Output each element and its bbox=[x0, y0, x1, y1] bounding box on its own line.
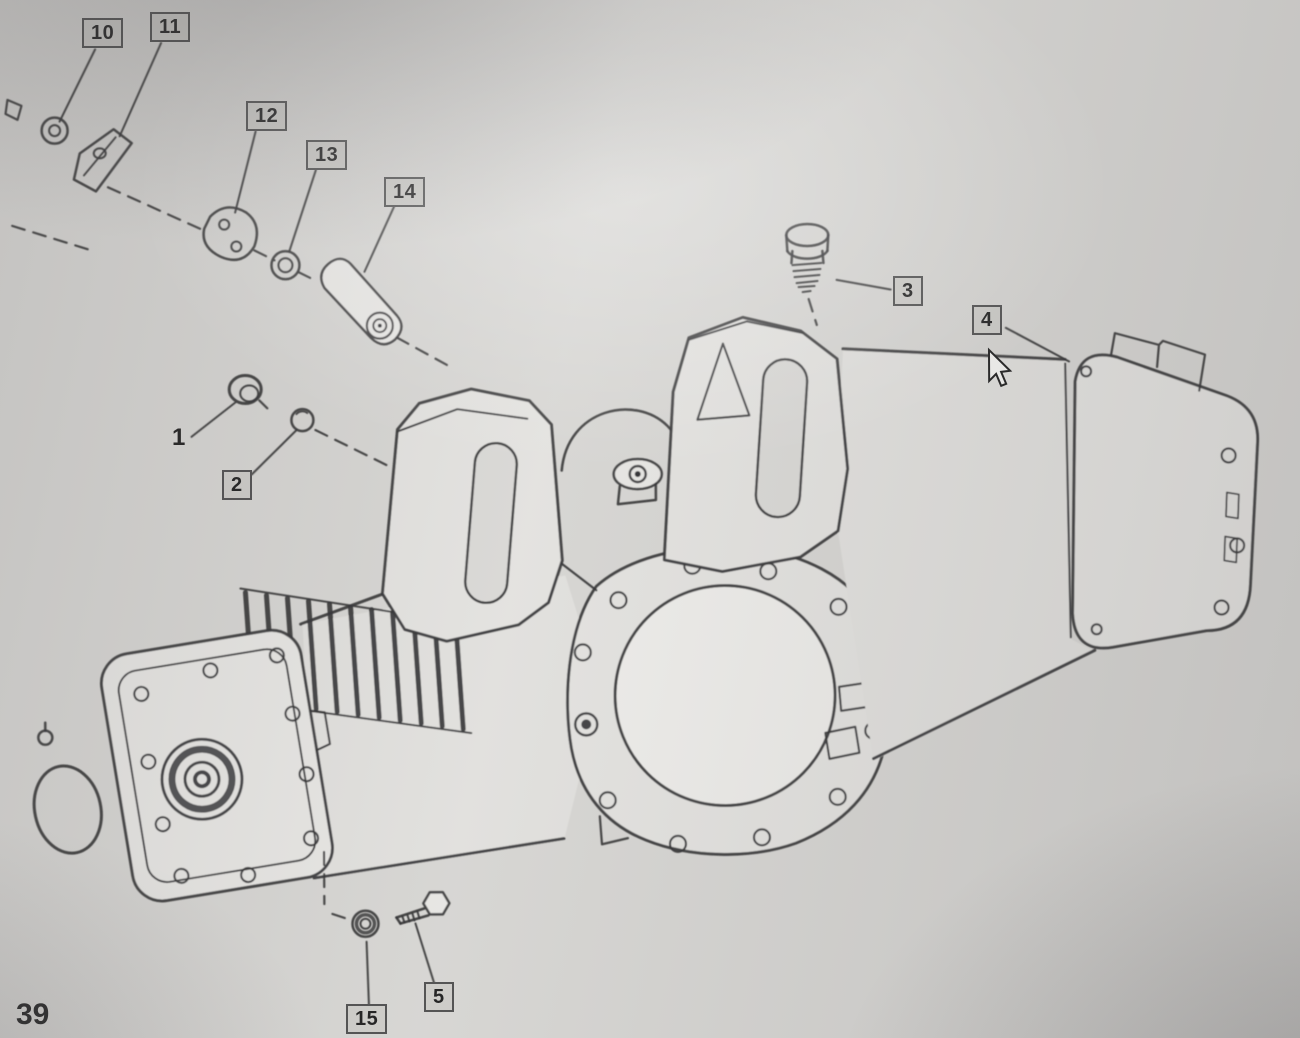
part-5-bolt bbox=[395, 891, 451, 925]
part-13-nut bbox=[270, 249, 301, 281]
assembly-dashed-lines bbox=[11, 186, 818, 921]
callout-10[interactable]: 10 bbox=[82, 18, 124, 48]
callout-leader-lines bbox=[58, 41, 1071, 1007]
part-1-plug bbox=[227, 373, 269, 410]
mouse-cursor-icon bbox=[987, 347, 1013, 388]
gasket-oval bbox=[32, 721, 103, 855]
part-3-plug bbox=[785, 222, 830, 294]
bracket-tower-right bbox=[662, 315, 850, 574]
left-end-plate bbox=[99, 628, 334, 903]
bracket-tower-left bbox=[380, 387, 564, 643]
callout-13[interactable]: 13 bbox=[306, 140, 348, 170]
part-11-bracket bbox=[72, 128, 133, 193]
part-10-washer bbox=[4, 98, 69, 145]
part-15-washer bbox=[351, 909, 380, 938]
callout-11[interactable]: 11 bbox=[150, 12, 191, 42]
callout-5[interactable]: 5 bbox=[424, 982, 454, 1012]
part-2-ball bbox=[290, 407, 315, 433]
housing-dome bbox=[560, 408, 685, 506]
callout-12[interactable]: 12 bbox=[246, 101, 288, 131]
callout-4[interactable]: 4 bbox=[972, 305, 1002, 335]
callout-14[interactable]: 14 bbox=[384, 177, 426, 207]
part-14-cylinder bbox=[320, 257, 403, 346]
callout-15[interactable]: 15 bbox=[346, 1004, 388, 1034]
page-number: 39 bbox=[16, 998, 50, 1031]
right-mounting-flange bbox=[1064, 332, 1260, 650]
callout-2[interactable]: 2 bbox=[222, 470, 252, 500]
differential-housing bbox=[559, 545, 892, 856]
callout-3[interactable]: 3 bbox=[893, 276, 923, 306]
part-12-flange bbox=[202, 206, 259, 262]
callout-1[interactable]: 1 bbox=[172, 424, 186, 451]
